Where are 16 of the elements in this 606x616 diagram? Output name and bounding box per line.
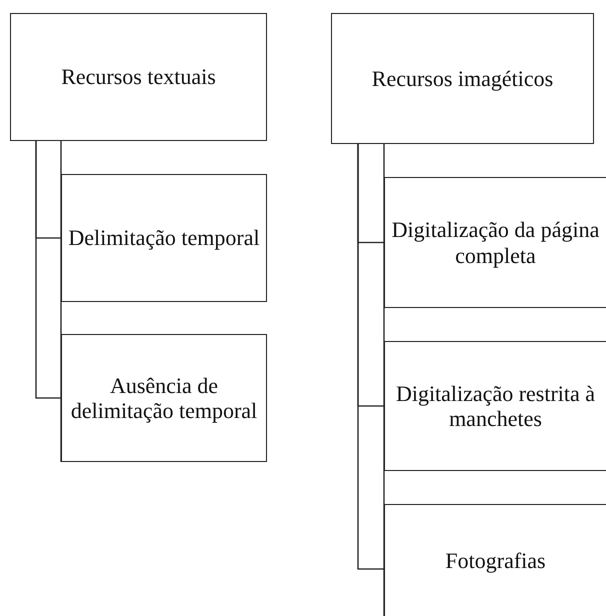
box-label: Fotografias — [445, 548, 546, 574]
category-box — [384, 341, 606, 471]
category-box — [61, 334, 267, 462]
connector-line — [35, 141, 61, 399]
connector-line — [357, 144, 384, 570]
box-label: Digitalização da página completa — [390, 217, 600, 268]
box-label: Ausência de delimitação temporal — [70, 372, 258, 424]
category-box — [384, 177, 606, 308]
category-box — [61, 174, 267, 302]
category-box — [331, 13, 594, 144]
category-box — [384, 504, 606, 616]
category-box — [10, 13, 267, 141]
box-label: Recursos textuais — [61, 64, 216, 90]
box-label: Delimitação temporal — [68, 225, 260, 251]
box-label: Recursos imagéticos — [372, 66, 554, 92]
box-label: Digitalização restrita à manchetes — [394, 380, 596, 432]
